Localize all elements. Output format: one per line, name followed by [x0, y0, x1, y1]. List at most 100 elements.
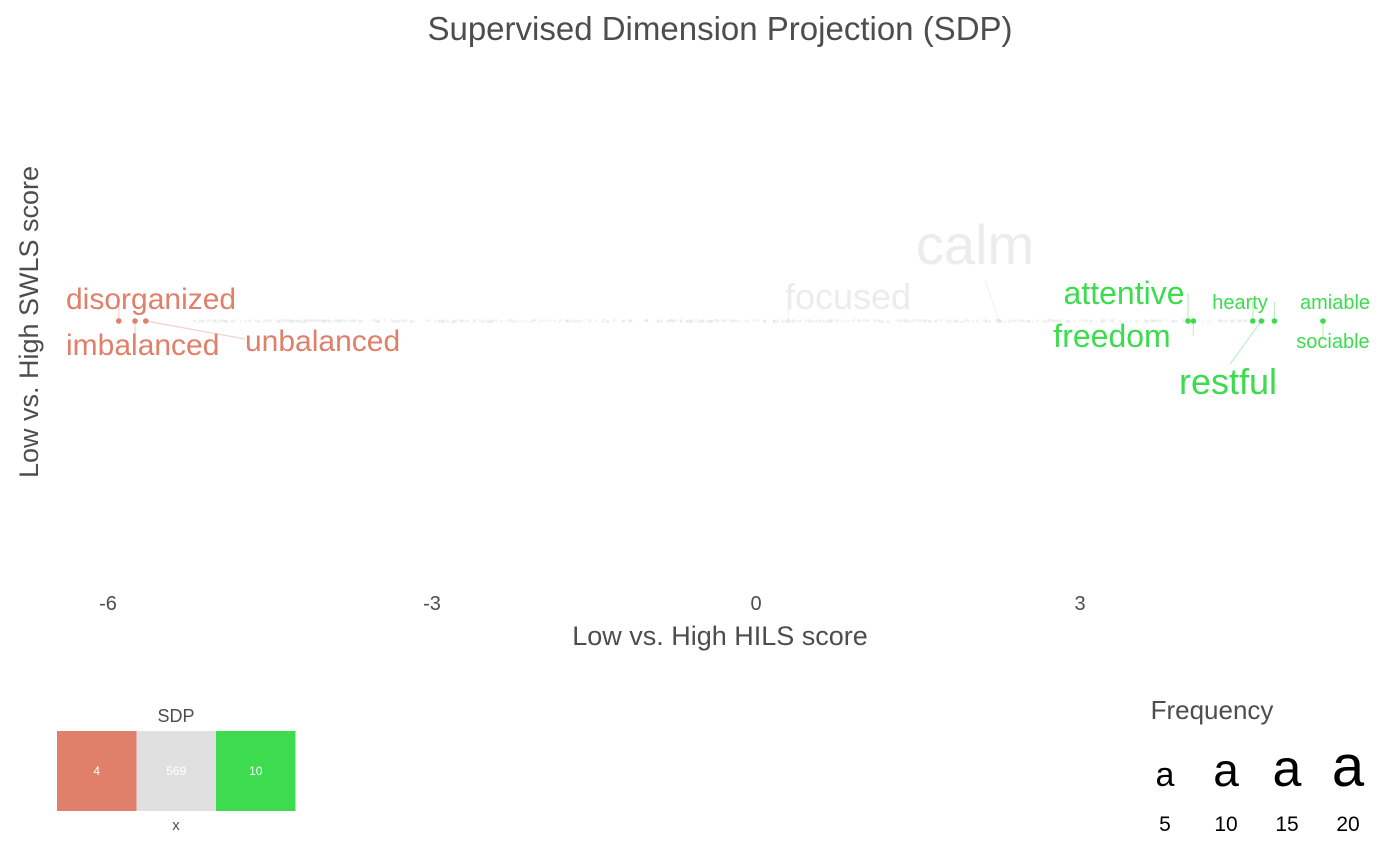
background-point: [256, 320, 260, 324]
background-point: [455, 319, 458, 322]
frequency-legend-value: 15: [1275, 813, 1298, 836]
background-point: [1152, 319, 1156, 323]
background-point: [984, 319, 987, 323]
background-point: [1172, 320, 1175, 323]
sdp-legend-cell: [216, 731, 296, 811]
background-point: [394, 319, 397, 322]
background-point: [722, 319, 726, 323]
background-point: [1024, 320, 1028, 323]
background-point: [1236, 318, 1239, 322]
background-point: [836, 319, 839, 322]
word-label-imbalanced: imbalanced: [66, 329, 219, 362]
background-point: [911, 318, 915, 322]
background-point: [224, 319, 228, 323]
background-point: [360, 319, 364, 323]
background-point: [473, 320, 476, 324]
background-point: [214, 320, 217, 324]
background-point: [923, 319, 927, 323]
background-point: [827, 319, 831, 323]
background-point: [701, 319, 705, 322]
background-point: [614, 318, 617, 322]
background-point: [434, 319, 437, 323]
background-point: [281, 318, 285, 322]
x-tick-label: -6: [99, 593, 117, 615]
background-point: [783, 319, 787, 323]
background-point: [630, 319, 633, 322]
background-point: [857, 319, 861, 323]
background-point: [289, 320, 293, 324]
word-label-attentive: attentive: [1064, 275, 1185, 311]
background-point: [200, 319, 204, 323]
background-point: [473, 319, 476, 323]
background-point: [763, 320, 766, 324]
background-point: [956, 320, 960, 323]
background-point: [1153, 319, 1157, 323]
sdp-legend-title: SDP: [157, 706, 194, 726]
background-point: [897, 319, 901, 323]
background-point: [1058, 320, 1062, 323]
background-point: [565, 319, 569, 322]
background-point: [1124, 319, 1127, 323]
x-tick-label: 0: [750, 593, 761, 615]
background-point: [606, 320, 609, 323]
background-point: [965, 318, 969, 322]
background-point: [205, 319, 209, 323]
background-point: [198, 319, 202, 323]
background-point: [754, 319, 757, 322]
background-point: [550, 318, 553, 322]
frequency-legend-value: 20: [1336, 813, 1359, 836]
sdp-legend-count: 4: [93, 764, 100, 778]
background-point: [571, 320, 574, 324]
background-point: [441, 320, 445, 323]
background-point: [1043, 320, 1046, 324]
background-point: [1085, 318, 1088, 322]
background-point: [1026, 320, 1030, 323]
background-point: [225, 319, 228, 323]
background-point: [495, 318, 498, 322]
background-point: [1041, 319, 1045, 322]
background-point: [202, 320, 205, 323]
background-point: [791, 319, 795, 323]
background-point: [965, 318, 968, 322]
background-point: [751, 319, 755, 322]
background-point: [844, 319, 847, 323]
background-point: [862, 318, 865, 322]
background-point: [1182, 319, 1185, 323]
background-point: [472, 318, 476, 322]
word-label-focused: focused: [785, 276, 911, 317]
background-point: [810, 320, 814, 324]
background-point: [351, 319, 355, 323]
background-point: [572, 319, 576, 323]
background-point: [680, 320, 684, 323]
background-point: [427, 319, 430, 322]
background-point: [960, 320, 964, 323]
background-point: [275, 318, 279, 322]
point-amiable: [1271, 318, 1278, 324]
background-point: [699, 319, 703, 323]
background-point: [425, 319, 429, 323]
background-point: [1224, 319, 1228, 322]
background-point: [1066, 320, 1070, 323]
background-point: [437, 319, 440, 323]
background-point: [530, 320, 534, 323]
background-point: [267, 319, 270, 323]
background-point: [335, 320, 339, 323]
background-point: [1245, 319, 1249, 322]
background-point: [588, 320, 592, 324]
background-point: [707, 320, 711, 323]
background-point: [193, 319, 196, 323]
background-point: [709, 319, 712, 323]
background-point: [218, 320, 221, 324]
background-point: [337, 320, 341, 323]
background-point: [982, 318, 985, 322]
background-point: [1088, 320, 1091, 324]
background-point: [1007, 320, 1010, 324]
background-point: [459, 320, 463, 323]
background-point: [685, 319, 689, 323]
background-point: [1150, 320, 1154, 324]
background-point: [576, 320, 579, 323]
background-point: [808, 319, 811, 322]
background-point: [450, 320, 454, 324]
background-point: [1236, 320, 1239, 323]
background-point: [1157, 319, 1161, 322]
